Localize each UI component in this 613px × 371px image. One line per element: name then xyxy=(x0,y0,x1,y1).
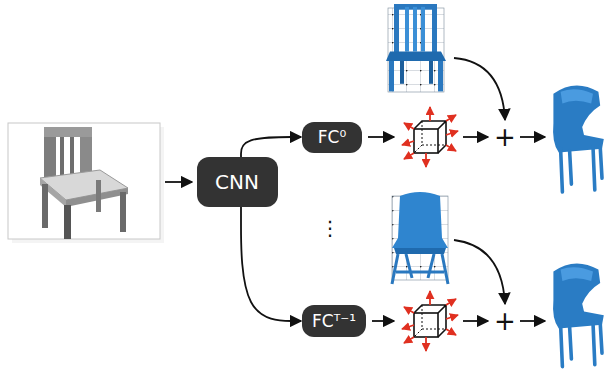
ellipsis-mark: ⋮ xyxy=(320,218,340,238)
plus-sign: + xyxy=(494,308,516,334)
box-label: FC⁰ xyxy=(318,128,346,147)
box-label: CNN xyxy=(215,171,259,193)
process-box: FCᵀ⁻¹ xyxy=(302,305,366,337)
flow-arrow xyxy=(241,207,301,321)
box-label: FCᵀ⁻¹ xyxy=(312,312,356,331)
flow-arrow xyxy=(241,137,301,157)
plus-sign: + xyxy=(494,124,516,150)
process-box: FC⁰ xyxy=(302,122,362,153)
process-box: CNN xyxy=(197,157,278,207)
